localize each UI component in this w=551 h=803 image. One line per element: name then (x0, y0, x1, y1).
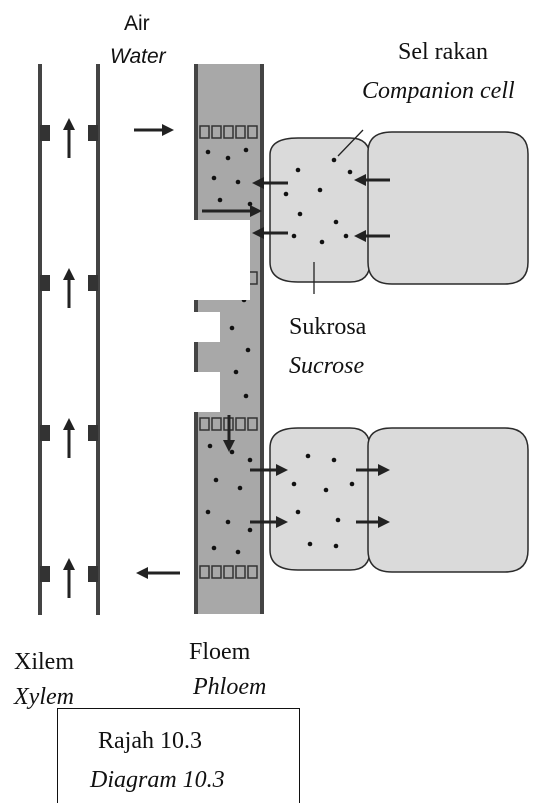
companion-cell-upper (202, 131, 529, 294)
masked-patches (180, 220, 250, 412)
caption-title-en: Diagram 10.3 (90, 767, 225, 793)
sucrose-label-ms: Sukrosa (289, 314, 367, 340)
xylem-label-en: Xylem (14, 684, 74, 710)
companion-leader-line (337, 129, 364, 157)
sucrose-label-en: Sucrose (289, 353, 365, 379)
phloem-label-ms: Floem (189, 639, 251, 665)
companion-label-en: Companion cell (362, 78, 515, 104)
xylem-vessel (38, 64, 100, 615)
water-label-ms: Air (124, 12, 150, 35)
caption-title-ms: Rajah 10.3 (98, 728, 202, 754)
water-arrows (134, 124, 180, 579)
phloem-label-en: Phloem (193, 674, 267, 700)
companion-cell-lower (250, 427, 529, 573)
water-label-en: Water (110, 45, 166, 68)
caption-box: Rajah 10.3 Diagram 10.3 (57, 708, 300, 803)
xylem-flow-arrows (63, 118, 75, 598)
companion-label-ms: Sel rakan (398, 39, 488, 65)
xylem-label-ms: Xilem (14, 649, 74, 675)
